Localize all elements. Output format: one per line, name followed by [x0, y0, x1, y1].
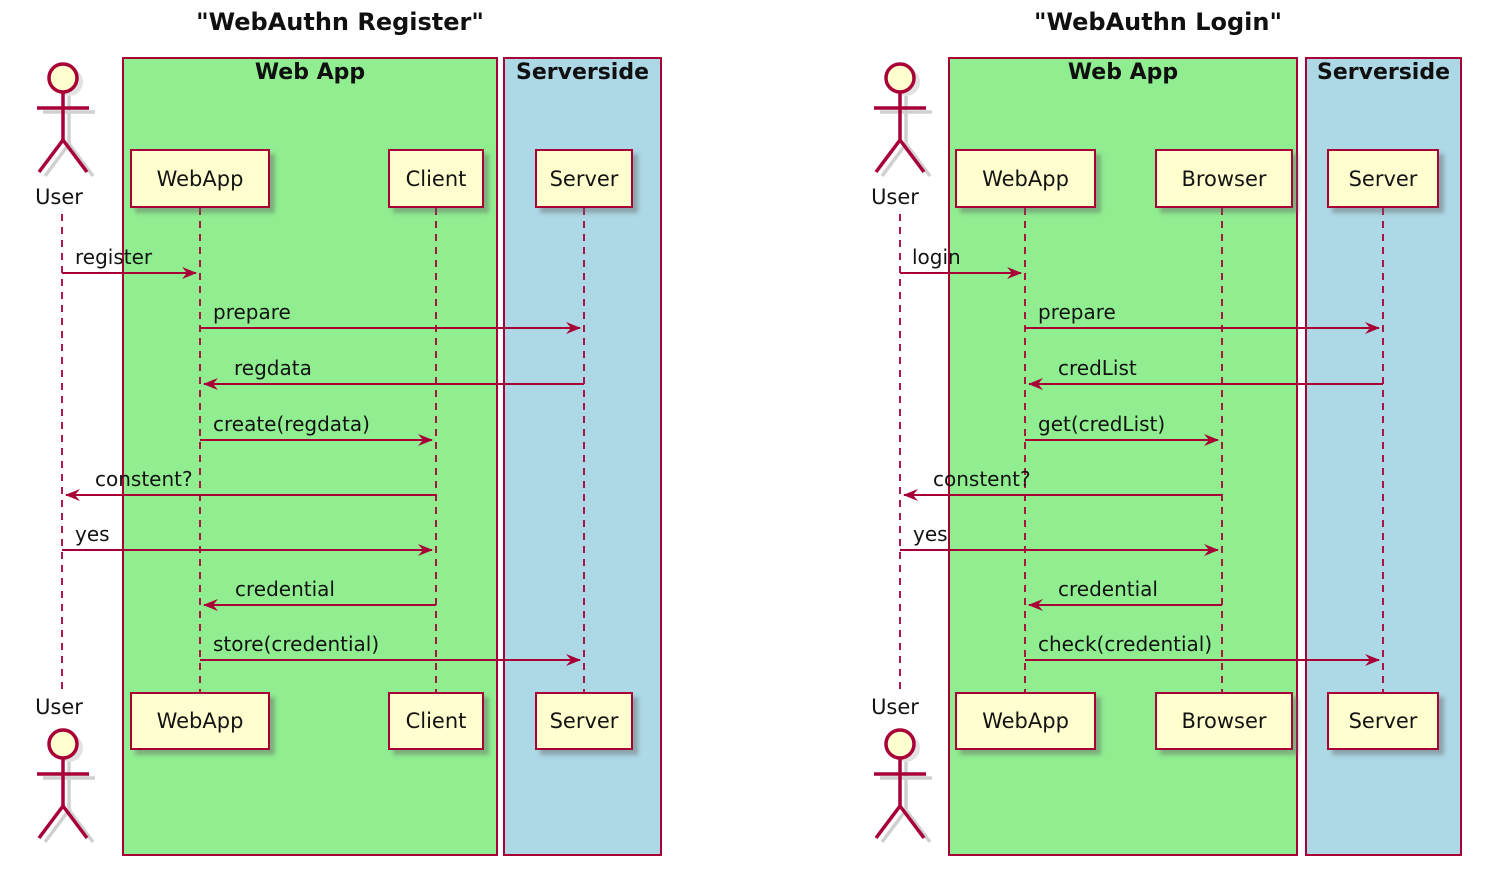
login-actor-user-figure-top [874, 62, 926, 174]
participant-name: Browser [1181, 709, 1267, 733]
register-diagram-title: "WebAuthn Register" [196, 8, 484, 36]
login-message-arrows [900, 267, 1383, 666]
participant-name: Client [405, 166, 467, 191]
register-message-label-yes: yes [75, 522, 110, 546]
register-actor-user-figure-top [37, 62, 89, 174]
participant-name: Browser [1181, 166, 1267, 191]
login-message-label-credlist: credList [1058, 356, 1137, 380]
actor-leg-left [37, 138, 65, 174]
actor-head [884, 62, 916, 94]
login-actor-user-figure-bottom [874, 728, 926, 840]
register-lifelines [61, 208, 585, 694]
login-participant-server-top: Server [1327, 149, 1439, 208]
register-participant-webapp-bottom: WebApp [130, 692, 270, 750]
register-message-label-register: register [75, 245, 153, 269]
register-actor-user-figure-bottom [37, 728, 89, 840]
actor-head [47, 62, 79, 94]
register-message-label-prepare: prepare [213, 300, 291, 324]
login-message-label-yes: yes [913, 522, 948, 546]
login-lifelines [899, 208, 1384, 694]
register-participant-client-top: Client [388, 149, 484, 208]
register-participant-server-bottom: Server [535, 692, 633, 750]
login-participant-browser-top: Browser [1155, 149, 1293, 208]
login-participant-webapp-top: WebApp [955, 149, 1096, 208]
login-webapp-group-label: Web App [1067, 60, 1179, 85]
register-message-label-store-credential: store(credential) [213, 632, 380, 656]
register-participant-webapp-top: WebApp [130, 149, 270, 208]
actor-leg-right [898, 804, 926, 840]
actor-leg-right [61, 804, 89, 840]
register-webapp-group-label: Web App [254, 60, 366, 85]
participant-name: WebApp [156, 166, 244, 191]
actor-leg-left [874, 138, 902, 174]
register-actor-user-label-bottom: User [35, 695, 83, 719]
login-serverside-group-label: Serverside [1316, 60, 1451, 85]
actor-leg-left [874, 804, 902, 840]
register-message-arrows [62, 267, 584, 666]
participant-name: Server [549, 166, 619, 191]
login-participant-webapp-bottom: WebApp [955, 692, 1096, 750]
actor-head [47, 728, 79, 760]
participant-name: Server [1348, 709, 1418, 733]
login-diagram-title: "WebAuthn Login" [1033, 8, 1282, 36]
login-message-label-get-credlist: get(credList) [1038, 412, 1166, 436]
register-message-label-regdata: regdata [234, 356, 312, 380]
register-serverside-group-label: Serverside [515, 60, 650, 85]
participant-name: Server [1348, 166, 1418, 191]
login-message-label-check-credential: check(credential) [1038, 632, 1213, 656]
register-message-label-create-regdata: create(regdata) [213, 412, 370, 436]
register-message-label-credential: credential [235, 577, 335, 601]
register-message-label-constent: constent? [95, 467, 193, 491]
login-message-label-constent: constent? [933, 467, 1031, 491]
login-message-label-prepare: prepare [1038, 300, 1116, 324]
login-actor-user-label-top: User [871, 185, 919, 209]
register-participant-client-bottom: Client [388, 692, 484, 750]
participant-name: Client [405, 709, 467, 733]
login-actor-user-label-bottom: User [871, 695, 919, 719]
actor-leg-right [898, 138, 926, 174]
login-participant-server-bottom: Server [1327, 692, 1439, 750]
register-participant-server-top: Server [535, 149, 633, 208]
participant-name: WebApp [156, 709, 244, 733]
participant-name: WebApp [982, 166, 1069, 191]
actor-head [884, 728, 916, 760]
participant-name: WebApp [982, 709, 1069, 733]
register-actor-user-label-top: User [35, 185, 83, 209]
login-message-label-credential: credential [1058, 577, 1158, 601]
login-message-label-login: login [912, 245, 961, 269]
login-participant-browser-bottom: Browser [1155, 692, 1293, 750]
actor-leg-left [37, 804, 65, 840]
actor-leg-right [61, 138, 89, 174]
participant-name: Server [549, 709, 619, 733]
